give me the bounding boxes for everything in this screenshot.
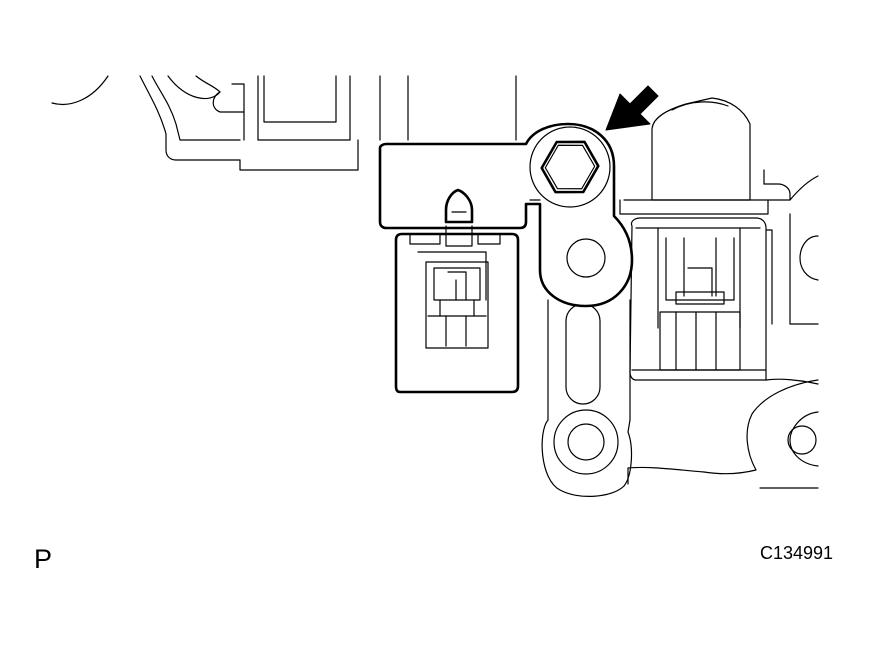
background-housing xyxy=(51,75,517,171)
figure-code-label: C134991 xyxy=(760,543,834,563)
link-plate xyxy=(541,299,633,497)
solenoid-housing xyxy=(619,97,819,489)
arrow-icon xyxy=(605,85,659,131)
view-marker-label: P xyxy=(34,544,53,574)
wire-connector xyxy=(394,188,520,394)
hex-bolt-icon xyxy=(529,126,611,208)
sensor-bracket xyxy=(378,122,634,308)
